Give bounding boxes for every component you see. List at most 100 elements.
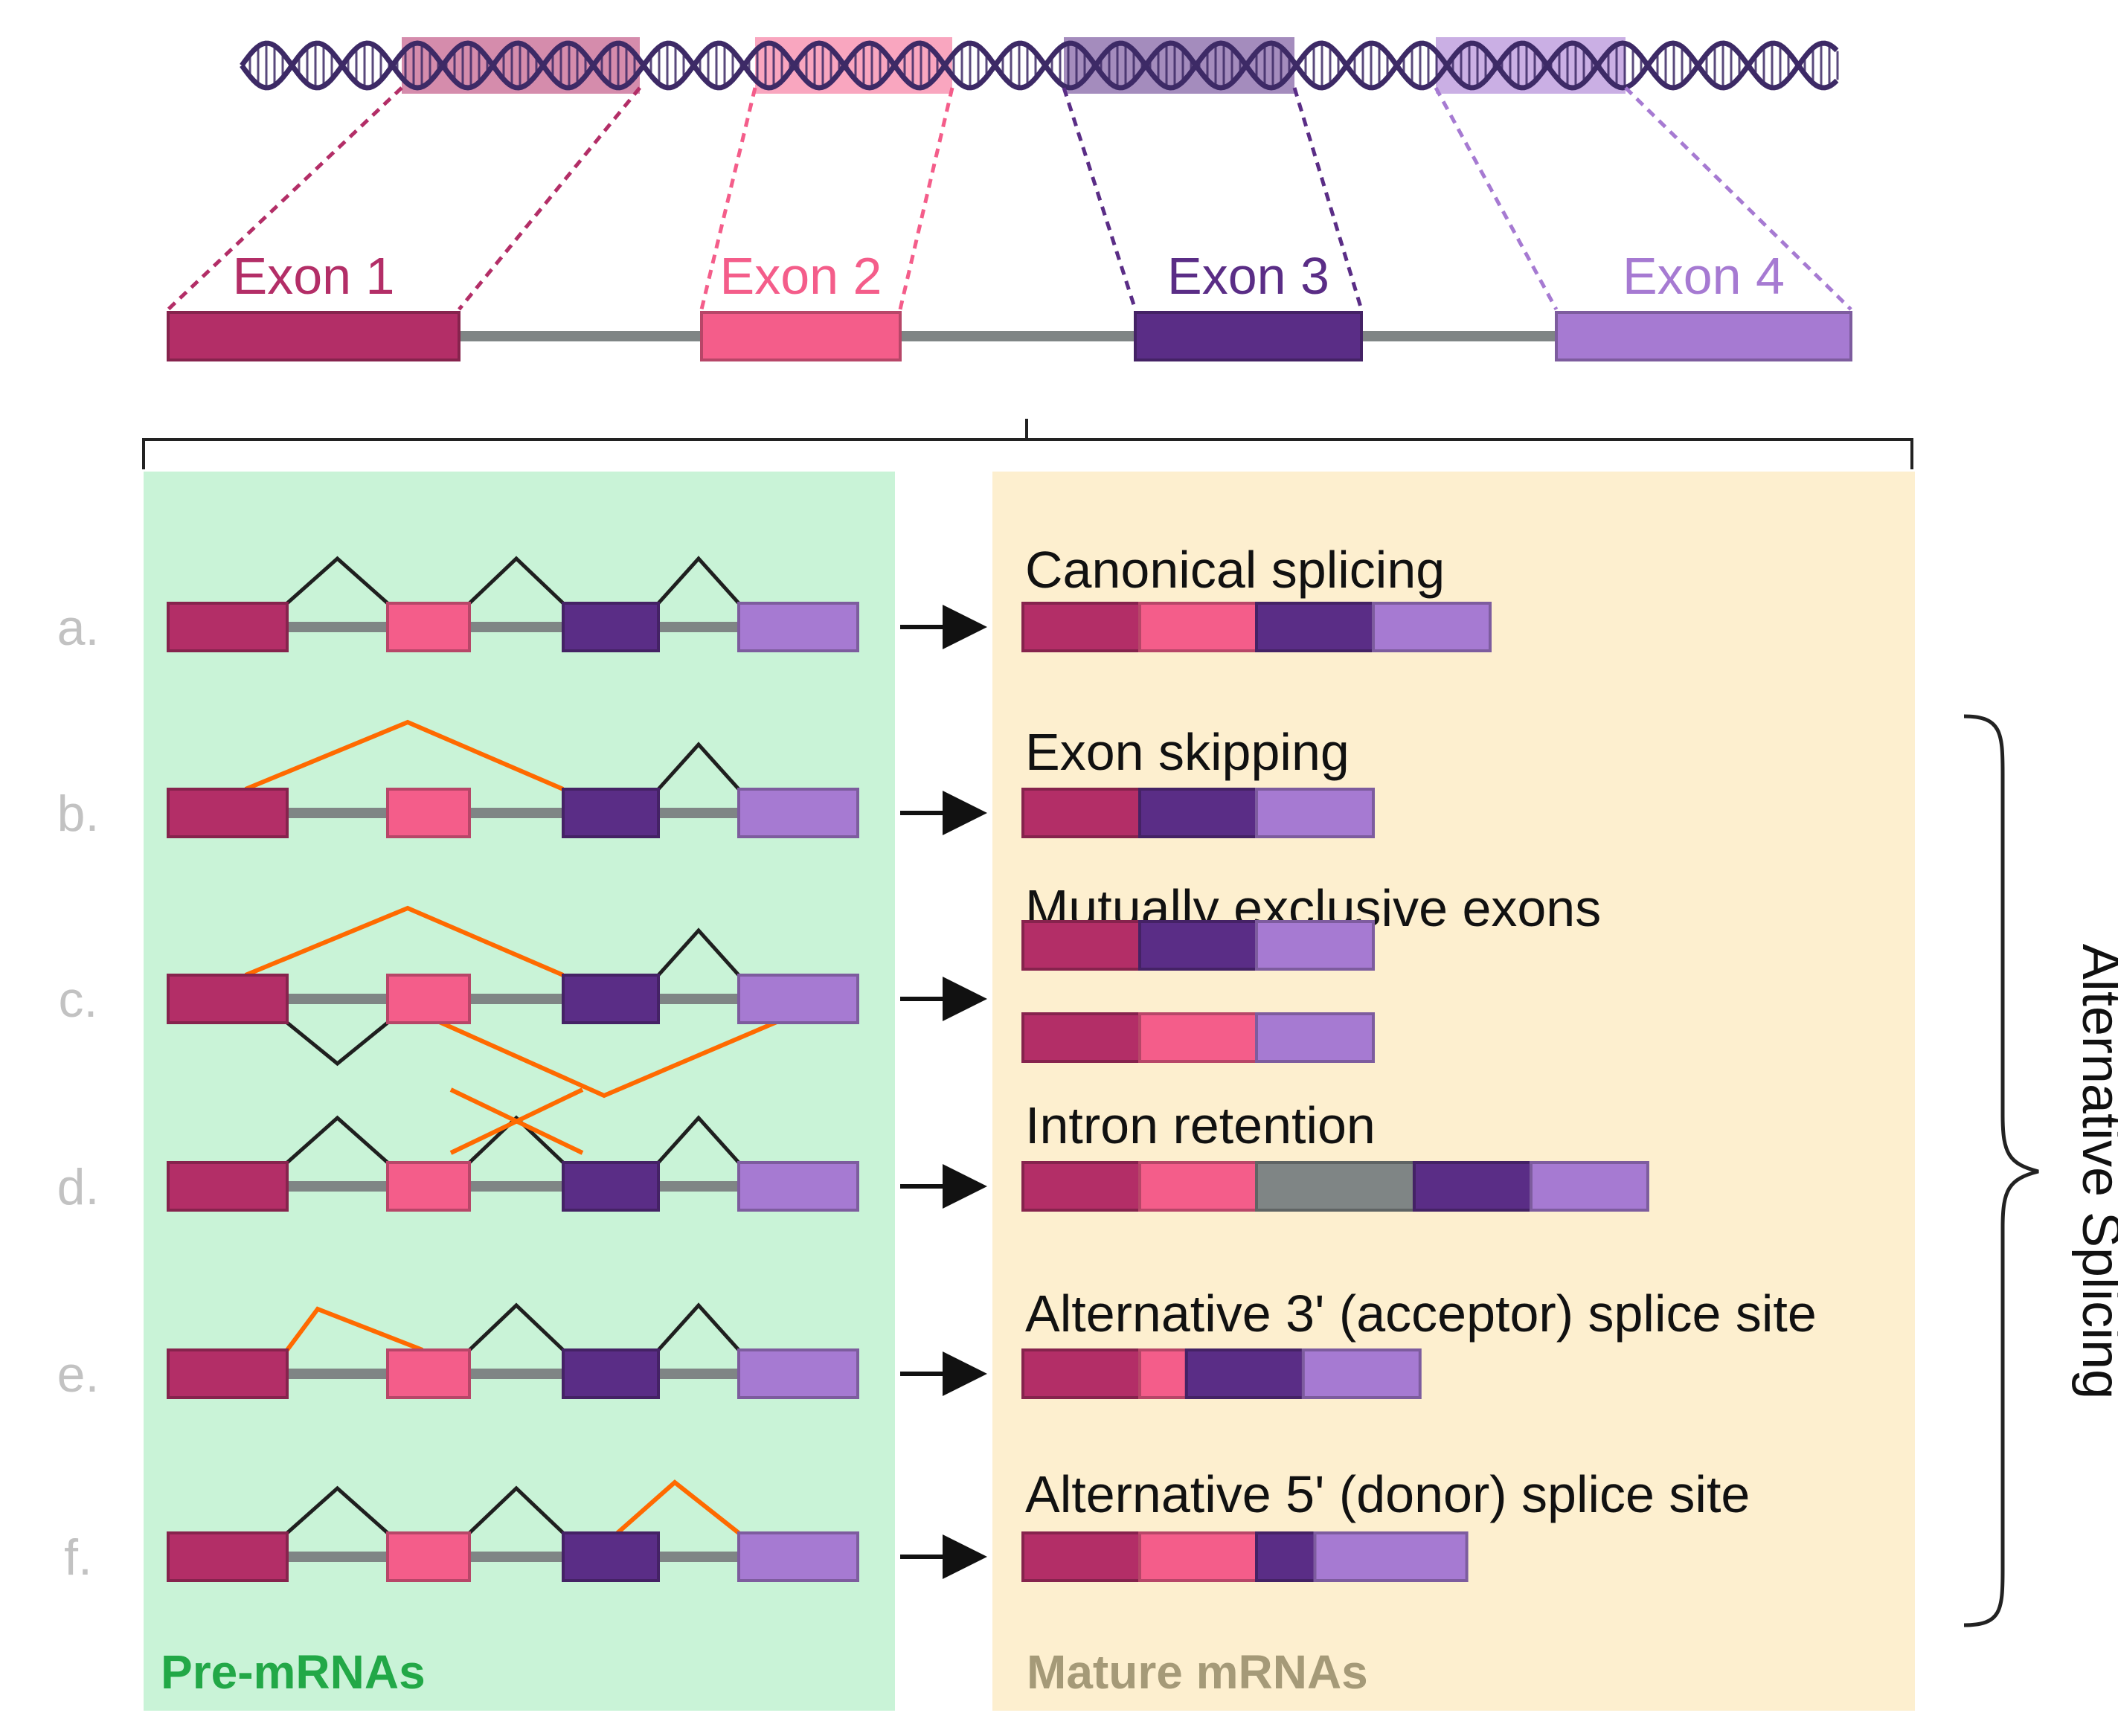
gene-to-panels-bracket bbox=[142, 419, 1913, 469]
helix-exon-highlight-2 bbox=[755, 37, 952, 94]
mature-mrna-segment-exon4 bbox=[1529, 1161, 1649, 1212]
pre-mrna-exon-2 bbox=[386, 1161, 471, 1212]
pre-mrna-exon-1 bbox=[167, 788, 289, 838]
mature-mrna-segment-exon3 bbox=[1255, 602, 1375, 652]
mature-mrna-segment-exon1 bbox=[1021, 602, 1141, 652]
pre-mrna-exon-3 bbox=[562, 1531, 660, 1582]
alternative-splice-path bbox=[616, 1479, 740, 1535]
dna-helix bbox=[240, 37, 1839, 94]
pre-mrna-exon-3 bbox=[562, 1161, 660, 1212]
mature-mrna-panel-label: Mature mRNAs bbox=[1027, 1645, 1368, 1699]
mature-mrna-segment-exon4 bbox=[1255, 788, 1375, 838]
pre-mrna-exon-3 bbox=[562, 1348, 660, 1399]
mature-mrna-segment-exon1 bbox=[1021, 920, 1141, 971]
gene-exon-1 bbox=[167, 311, 460, 361]
splice-junction-arc bbox=[657, 928, 740, 977]
gene-exon-3 bbox=[1134, 311, 1363, 361]
mature-mrna-segment-exon2 bbox=[1138, 602, 1258, 652]
pre-mrna-exon-4 bbox=[737, 1348, 859, 1399]
mature-mrna-segment-exon3 bbox=[1138, 788, 1258, 838]
splice-junction-arc bbox=[286, 1485, 389, 1534]
row-letter: b. bbox=[57, 785, 100, 842]
splice-junction-arc bbox=[657, 556, 740, 605]
splicing-type-title: Alternative 3' (acceptor) splice site bbox=[1025, 1285, 1817, 1343]
mature-mrna-segment-exon2 bbox=[1138, 1012, 1258, 1063]
splicing-row-e: e. Alternative 3' (acceptor) splice site bbox=[57, 1285, 1817, 1403]
exon-4-projection-right bbox=[1624, 86, 1852, 311]
mature-mrna-segment-exon3 bbox=[1255, 1531, 1317, 1582]
splice-junction-arc bbox=[468, 556, 565, 605]
splicing-type-title: Exon skipping bbox=[1025, 723, 1350, 781]
gene-exon-1-label: Exon 1 bbox=[233, 247, 395, 305]
pre-mrna-exon-1 bbox=[167, 974, 289, 1024]
gene-exon-2-label: Exon 2 bbox=[720, 247, 882, 305]
splicing-row-b: b. Exon skipping bbox=[57, 719, 1375, 842]
mature-mrna-segment-exon3 bbox=[1138, 920, 1258, 971]
pre-mrna-panel bbox=[144, 472, 895, 1711]
pre-mrna-exon-4 bbox=[737, 1531, 859, 1582]
pre-mrna-exon-2 bbox=[386, 974, 471, 1024]
pre-mrna-exon-3 bbox=[562, 602, 660, 652]
row-letter: e. bbox=[57, 1346, 100, 1403]
exon-3-projection-left bbox=[1062, 87, 1137, 310]
mature-mrna-segment-exon1 bbox=[1021, 1161, 1141, 1212]
gene-exon-3-label: Exon 3 bbox=[1167, 247, 1329, 305]
pre-mrna-panel-label: Pre-mRNAs bbox=[161, 1645, 426, 1699]
gene-exon-4 bbox=[1555, 311, 1852, 361]
mature-mrna-segment-exon1 bbox=[1021, 1531, 1141, 1582]
exon-4-projection-left bbox=[1434, 86, 1559, 311]
splicing-type-title: Canonical splicing bbox=[1025, 541, 1445, 599]
mature-mrna-segment-exon4 bbox=[1372, 602, 1492, 652]
pre-mrna-exon-2 bbox=[386, 1348, 471, 1399]
mature-mrna-segment-exon4 bbox=[1301, 1348, 1422, 1399]
pre-mrna-exon-4 bbox=[737, 788, 859, 838]
pre-mrna-exon-2 bbox=[386, 1531, 471, 1582]
mature-mrna-segment-exon1 bbox=[1021, 1348, 1141, 1399]
exon-2-projection-right bbox=[898, 87, 954, 310]
helix-strand-1 bbox=[240, 40, 1839, 91]
mature-mrna-segment-exon1 bbox=[1021, 1012, 1141, 1063]
mature-mrna-segment-intron bbox=[1255, 1161, 1416, 1212]
splicing-row-f: f.Alternative 5' (donor) splice site bbox=[64, 1465, 1750, 1586]
splice-junction-arc bbox=[286, 556, 389, 605]
row-letter: d. bbox=[57, 1159, 100, 1215]
splice-junction-arc bbox=[657, 742, 740, 791]
intron-retention-cross-mark bbox=[449, 1087, 584, 1155]
mature-mrna-segment-exon3 bbox=[1184, 1348, 1305, 1399]
pre-mrna-exon-4 bbox=[737, 974, 859, 1024]
mature-mrna-segment-exon2 bbox=[1138, 1348, 1188, 1399]
mature-mrna-segment-exon4 bbox=[1255, 920, 1375, 971]
exon-2-projection-left bbox=[699, 87, 757, 310]
splice-junction-arc bbox=[468, 1115, 565, 1164]
splice-junction-arc-below bbox=[286, 1021, 389, 1067]
alternative-splice-path bbox=[420, 1012, 798, 1099]
pre-mrna-exon-3 bbox=[562, 974, 660, 1024]
splice-junction-arc bbox=[657, 1302, 740, 1351]
mature-mrna-panel bbox=[992, 472, 1915, 1711]
alternative-splice-path bbox=[244, 905, 565, 977]
helix-strand-2 bbox=[240, 40, 1839, 91]
row-letter: c. bbox=[59, 971, 98, 1028]
mature-mrna-segment-exon2 bbox=[1138, 1531, 1258, 1582]
alternative-splicing-brace bbox=[1963, 714, 2039, 1627]
alternative-splice-path bbox=[244, 719, 565, 791]
alternative-splicing-label: Alternative Splicing bbox=[2071, 944, 2118, 1399]
exon-1-projection-right bbox=[458, 86, 641, 311]
pre-mrna-exon-1 bbox=[167, 1531, 289, 1582]
splice-junction-arc bbox=[286, 1115, 389, 1164]
pre-mrna-exon-2 bbox=[386, 602, 471, 652]
splice-junction-arc bbox=[468, 1485, 565, 1534]
gene-structure: Exon 1 Exon 2 Exon 3 Exon 4 bbox=[167, 86, 1852, 361]
mature-mrna-segment-exon4 bbox=[1255, 1012, 1375, 1063]
mature-mrna-segment-exon4 bbox=[1313, 1531, 1469, 1582]
splice-junction-arc bbox=[468, 1302, 565, 1351]
gene-exon-4-label: Exon 4 bbox=[1623, 247, 1785, 305]
pre-mrna-exon-2 bbox=[386, 788, 471, 838]
splicing-type-title: Intron retention bbox=[1025, 1096, 1376, 1154]
pre-mrna-exon-3 bbox=[562, 788, 660, 838]
mature-mrna-segment-exon2 bbox=[1138, 1161, 1258, 1212]
splicing-type-title: Alternative 5' (donor) splice site bbox=[1025, 1465, 1750, 1523]
